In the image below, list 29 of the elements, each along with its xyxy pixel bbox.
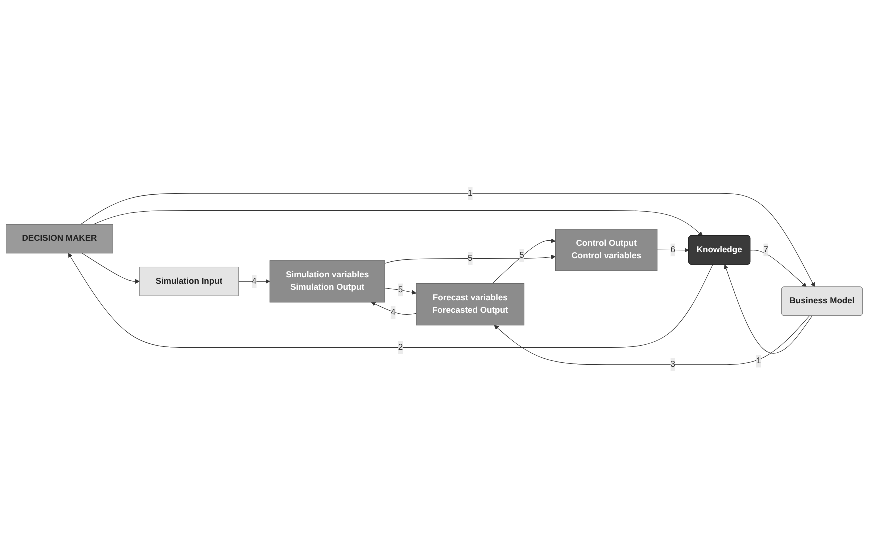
arrow bbox=[657, 248, 690, 253]
edge-label: 4 bbox=[252, 277, 257, 286]
edge-label: 5 bbox=[520, 251, 524, 260]
edge-label: 5 bbox=[398, 286, 404, 295]
arrow bbox=[750, 250, 807, 288]
node-box: Forecast variables Forecasted Output bbox=[416, 284, 525, 326]
arrow bbox=[93, 210, 704, 236]
arrow bbox=[371, 302, 417, 316]
edge-label: 1 bbox=[468, 189, 473, 198]
edge-label: 4 bbox=[390, 308, 396, 318]
edge-label: 3 bbox=[670, 360, 676, 370]
node-box: DECISION MAKER bbox=[6, 224, 114, 254]
node-box: Simulation Input bbox=[140, 267, 239, 297]
arrow bbox=[494, 316, 810, 366]
node-box: Control Output Control variables bbox=[555, 229, 658, 272]
arrow bbox=[384, 255, 556, 264]
node-box: Simulation variables Simulation Output bbox=[270, 260, 386, 303]
edge-label: 1 bbox=[756, 356, 762, 366]
arrow bbox=[492, 238, 556, 284]
edge-label: 2 bbox=[398, 343, 404, 352]
arrow bbox=[238, 280, 270, 284]
arrow bbox=[384, 288, 417, 296]
edge-label: 5 bbox=[468, 254, 473, 264]
edge-label: 6 bbox=[670, 246, 676, 255]
arrow bbox=[82, 253, 140, 284]
arrow bbox=[68, 253, 714, 348]
edge-label: 7 bbox=[764, 246, 768, 255]
arrow bbox=[80, 194, 816, 288]
arrow bbox=[724, 264, 813, 354]
